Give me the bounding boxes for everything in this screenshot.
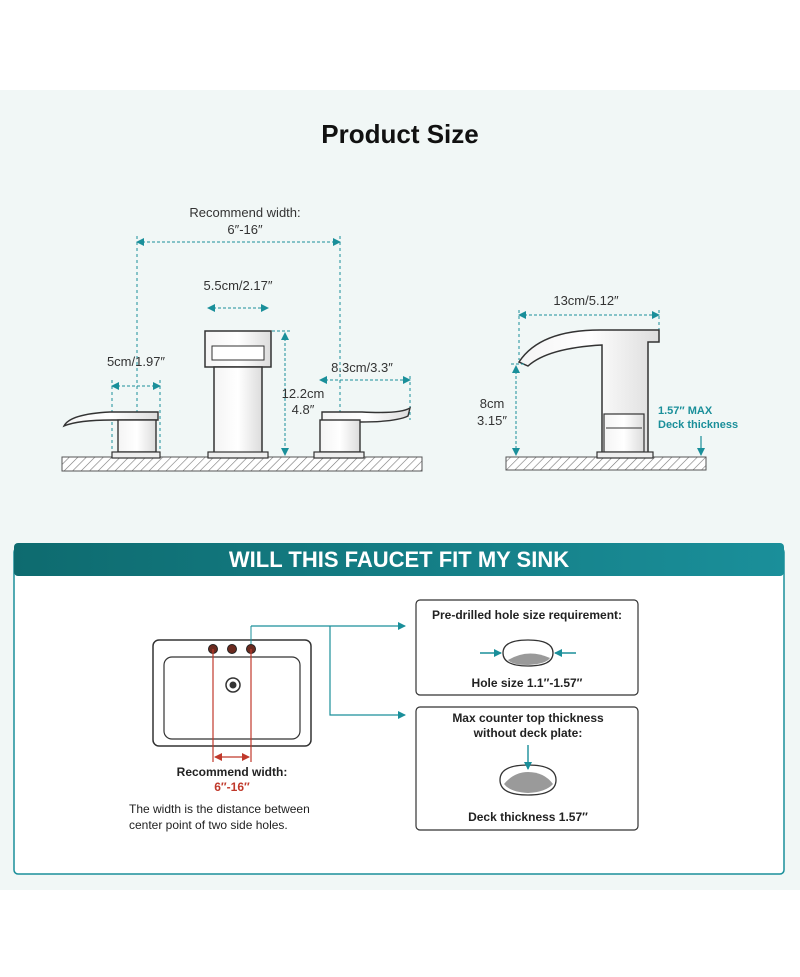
front-height-in: 4.8″ bbox=[292, 402, 315, 417]
thickness-caption: Deck thickness 1.57″ bbox=[468, 810, 588, 824]
front-recommend-label: Recommend width: bbox=[189, 205, 300, 220]
thickness-title-2: without deck plate: bbox=[473, 726, 583, 740]
sink-note-line1: The width is the distance between bbox=[129, 802, 310, 816]
front-height-cm: 12.2cm bbox=[282, 386, 325, 401]
page-title: Product Size bbox=[321, 119, 478, 149]
side-height-in: 3.15″ bbox=[477, 413, 507, 428]
fit-banner bbox=[14, 543, 784, 576]
left-handle-base bbox=[111, 451, 161, 459]
side-height-cm: 8cm bbox=[480, 396, 505, 411]
spout-body bbox=[213, 366, 263, 454]
drain-inner bbox=[229, 681, 237, 689]
side-counter bbox=[505, 456, 707, 471]
deck-max-label: 1.57″ MAX bbox=[658, 405, 713, 417]
front-counter bbox=[61, 456, 423, 472]
front-recommend-value: 6″-16″ bbox=[227, 222, 263, 237]
right-handle-base bbox=[313, 451, 365, 459]
hole-size-caption: Hole size 1.1″-1.57″ bbox=[472, 676, 583, 690]
deck-thickness-label: Deck thickness bbox=[658, 419, 738, 431]
center-faucet-hole bbox=[227, 644, 237, 654]
spout-outlet bbox=[211, 345, 265, 361]
sink-basin bbox=[163, 656, 301, 740]
spout-width-label: 5.5cm/2.17″ bbox=[204, 278, 273, 293]
front-view: Recommend width: 6″-16″ 5.5cm/2.17″ 12.2… bbox=[61, 205, 423, 472]
sink-note-line2: center point of two side holes. bbox=[129, 818, 288, 832]
connector-to-thickness-box bbox=[329, 626, 406, 719]
sink-recommend-value: 6″-16″ bbox=[214, 780, 250, 794]
handle-depth-label: 8.3cm/3.3″ bbox=[331, 360, 393, 375]
sink-recommend-label: Recommend width: bbox=[177, 765, 288, 779]
hole-size-title: Pre-drilled hole size requirement: bbox=[432, 608, 622, 622]
left-handle-lever bbox=[62, 411, 159, 428]
thickness-shading bbox=[504, 772, 553, 793]
hole-shading bbox=[508, 653, 550, 665]
right-handle-lever bbox=[321, 406, 412, 423]
spout-base bbox=[207, 451, 269, 459]
side-base bbox=[596, 451, 654, 459]
side-view: 13cm/5.12″ 8cm 3.15″ 1.57″ MAX Deck thic… bbox=[477, 293, 738, 471]
fit-banner-title: WILL THIS FAUCET FIT MY SINK bbox=[229, 547, 569, 572]
reach-label: 13cm/5.12″ bbox=[553, 293, 619, 308]
side-handle-box bbox=[603, 413, 645, 453]
left-handle-body bbox=[117, 419, 157, 453]
handle-width-label: 5cm/1.97″ bbox=[107, 354, 165, 369]
thickness-title-1: Max counter top thickness bbox=[452, 711, 604, 725]
right-handle-body bbox=[319, 419, 361, 453]
fit-section: WILL THIS FAUCET FIT MY SINK Recommend w… bbox=[13, 543, 785, 875]
